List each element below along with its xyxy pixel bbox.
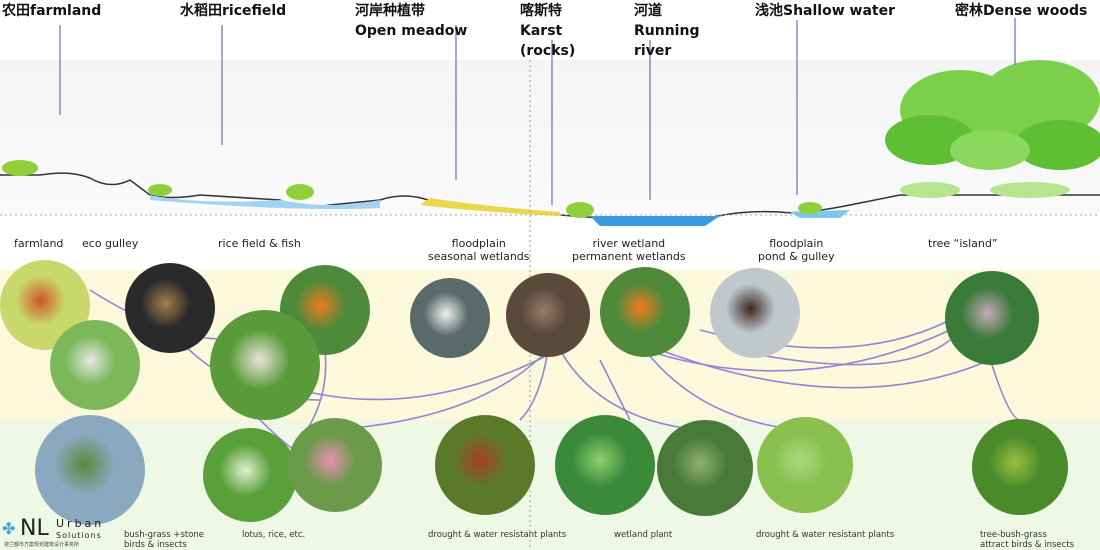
clover-icon: ✤: [2, 519, 16, 538]
reed-photo: [435, 415, 535, 515]
food-web-link: [644, 349, 801, 431]
rice-water: [150, 195, 380, 209]
flora-caption: lotus, rice, etc.: [242, 530, 306, 540]
butterfly-photo: [50, 320, 140, 410]
zone-farmland: 农田farmland: [2, 3, 102, 19]
section-label: farmland: [14, 237, 64, 250]
shrubs: [2, 160, 822, 218]
flora-caption: wetland plant: [614, 530, 673, 540]
zone-arrows: [59, 18, 1016, 205]
food-web-link: [759, 339, 951, 366]
company-logo: ✤ NL Urban Solutions 荷兰都市方案规划建筑设计事务所: [2, 516, 105, 549]
meadow-grass: [420, 198, 560, 216]
flora-caption: drought & water resistant plants: [756, 530, 895, 540]
rice-duck-photo: [210, 310, 320, 420]
terrain-profile: [0, 172, 1100, 219]
section-label: rice field & fish: [218, 237, 301, 250]
tree-bush-photo: [972, 419, 1068, 515]
river-water: [590, 216, 720, 226]
food-web-link: [559, 349, 701, 431]
ibis-photo: [710, 268, 800, 358]
taro-photo: [555, 415, 655, 515]
zone-shallow-water: 浅池Shallow water: [755, 3, 895, 19]
lizard-photo: [125, 263, 215, 353]
food-web-link: [644, 329, 951, 372]
grassland-photo: [35, 415, 145, 525]
rice-seedling-photo: [203, 428, 297, 522]
lotus-photo: [288, 418, 382, 512]
zone-dense-woods: 密林Dense woods: [955, 3, 1088, 19]
dense-woods: [885, 60, 1100, 198]
food-web-link: [599, 359, 631, 421]
fish-photo: [600, 267, 690, 357]
section-label: tree “island”: [928, 237, 998, 250]
drought-plant-photo: [757, 417, 853, 513]
zone-ricefield: 水稻田ricefield: [180, 3, 287, 19]
wetland-plant-photo: [657, 420, 753, 516]
food-web-link: [991, 364, 1021, 421]
food-web-link: [519, 349, 549, 421]
food-web-link: [329, 349, 549, 431]
egret-photo: [410, 278, 490, 358]
food-web-link: [659, 349, 991, 389]
section-label: eco gulley: [82, 237, 139, 250]
ladybug-photo: [0, 260, 90, 350]
flora-caption: drought & water resistant plants: [428, 530, 567, 540]
toad-photo: [506, 273, 590, 357]
bird-photo: [945, 271, 1039, 365]
flora-band: [0, 420, 1100, 550]
food-web-link: [299, 354, 549, 401]
